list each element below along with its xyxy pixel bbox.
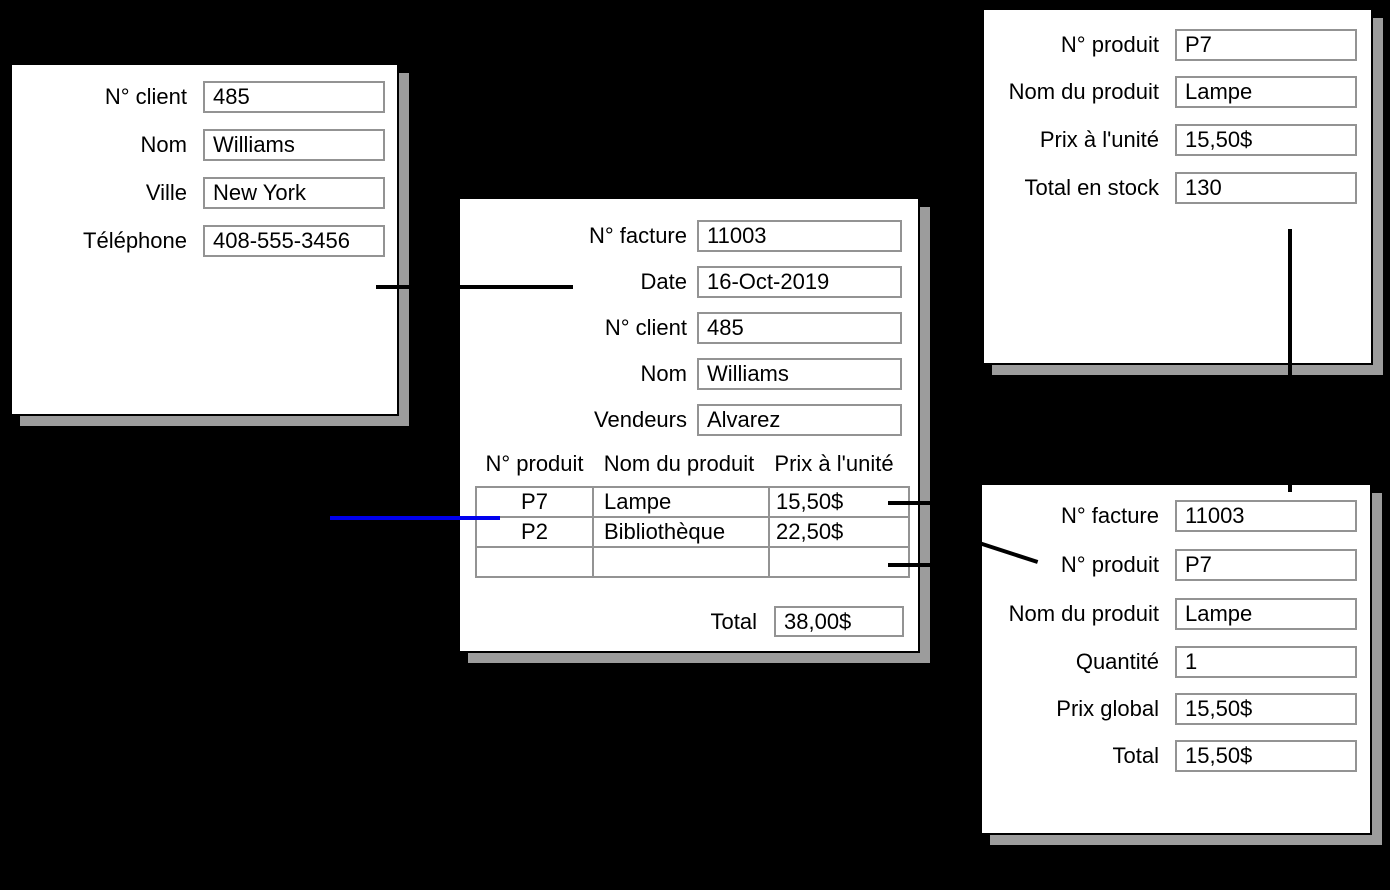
- line-product-no-label: N° produit: [1060, 552, 1159, 577]
- table-cell[interactable]: Lampe: [592, 486, 770, 518]
- invoice-seller-input[interactable]: Alvarez: [697, 404, 902, 436]
- table-cell[interactable]: [475, 546, 594, 578]
- invoice-seller-label: Vendeurs: [594, 407, 687, 432]
- line-product-name-input[interactable]: Lampe: [1175, 598, 1357, 630]
- invoice-total-label: Total: [710, 609, 757, 634]
- table-cell[interactable]: 22,50$: [768, 516, 910, 548]
- line-quantity-label: Quantité: [1075, 649, 1159, 674]
- col-header-unit-price: Prix à l'unité: [774, 451, 894, 476]
- table-cell[interactable]: 15,50$: [768, 486, 910, 518]
- invoice-items-table: P7 Lampe 15,50$ P2 Bibliothèque 22,50$: [475, 486, 910, 578]
- col-header-product-name: Nom du produit: [603, 451, 755, 476]
- product-unit-price-input[interactable]: 15,50$: [1175, 124, 1357, 156]
- table-cell[interactable]: [768, 546, 910, 578]
- invoice-no-input[interactable]: 11003: [697, 220, 902, 252]
- connector-blue-highlight: [330, 516, 500, 520]
- table-cell[interactable]: P2: [475, 516, 594, 548]
- invoice-no-label: N° facture: [588, 223, 687, 248]
- invoice-client-name-input[interactable]: Williams: [697, 358, 902, 390]
- client-city-input[interactable]: New York: [203, 177, 385, 209]
- client-card: N° client 485 Nom Williams Ville New Yor…: [10, 63, 399, 416]
- line-total-label: Total: [1112, 743, 1159, 768]
- invoice-date-label: Date: [640, 269, 687, 294]
- table-cell[interactable]: Bibliothèque: [592, 516, 770, 548]
- line-global-price-label: Prix global: [1056, 696, 1159, 721]
- product-stock-input[interactable]: 130: [1175, 172, 1357, 204]
- line-global-price-input[interactable]: 15,50$: [1175, 693, 1357, 725]
- product-name-input[interactable]: Lampe: [1175, 76, 1357, 108]
- table-cell[interactable]: P7: [475, 486, 594, 518]
- invoice-client-no-label: N° client: [604, 315, 687, 340]
- table-row: [475, 546, 910, 578]
- connector-row-empty: [888, 563, 932, 567]
- table-row: P2 Bibliothèque 22,50$: [475, 516, 910, 548]
- invoice-client-name-label: Nom: [640, 361, 687, 386]
- line-product-name-label: Nom du produit: [1008, 601, 1159, 626]
- product-stock-label: Total en stock: [1024, 175, 1159, 200]
- invoice-date-input[interactable]: 16-Oct-2019: [697, 266, 902, 298]
- client-phone-input[interactable]: 408-555-3456: [203, 225, 385, 257]
- table-cell[interactable]: [592, 546, 770, 578]
- product-unit-price-label: Prix à l'unité: [1039, 127, 1159, 152]
- client-name-input[interactable]: Williams: [203, 129, 385, 161]
- line-total-input[interactable]: 15,50$: [1175, 740, 1357, 772]
- product-name-label: Nom du produit: [1008, 79, 1159, 104]
- client-no-input[interactable]: 485: [203, 81, 385, 113]
- client-no-label: N° client: [104, 84, 187, 109]
- connector-row-p7: [888, 501, 932, 505]
- invoice-total-input[interactable]: 38,00$: [774, 606, 904, 637]
- col-header-product-no: N° produit: [485, 451, 584, 476]
- client-name-label: Nom: [140, 132, 187, 157]
- line-quantity-input[interactable]: 1: [1175, 646, 1357, 678]
- product-no-label: N° produit: [1060, 32, 1159, 57]
- product-no-input[interactable]: P7: [1175, 29, 1357, 61]
- invoice-client-no-input[interactable]: 485: [697, 312, 902, 344]
- product-card: N° produit P7 Nom du produit Lampe Prix …: [982, 8, 1373, 365]
- invoice-card: N° facture 11003 Date 16-Oct-2019 N° cli…: [458, 197, 920, 653]
- connector-client-to-invoice: [376, 285, 573, 289]
- line-invoice-no-label: N° facture: [1060, 503, 1159, 528]
- invoice-line-card: N° facture 11003 N° produit P7 Nom du pr…: [980, 483, 1372, 835]
- client-phone-label: Téléphone: [83, 228, 187, 253]
- line-product-no-input[interactable]: P7: [1175, 549, 1357, 581]
- line-invoice-no-input[interactable]: 11003: [1175, 500, 1357, 532]
- client-city-label: Ville: [145, 180, 187, 205]
- table-row: P7 Lampe 15,50$: [475, 486, 910, 518]
- connector-product-to-line: [1288, 229, 1292, 492]
